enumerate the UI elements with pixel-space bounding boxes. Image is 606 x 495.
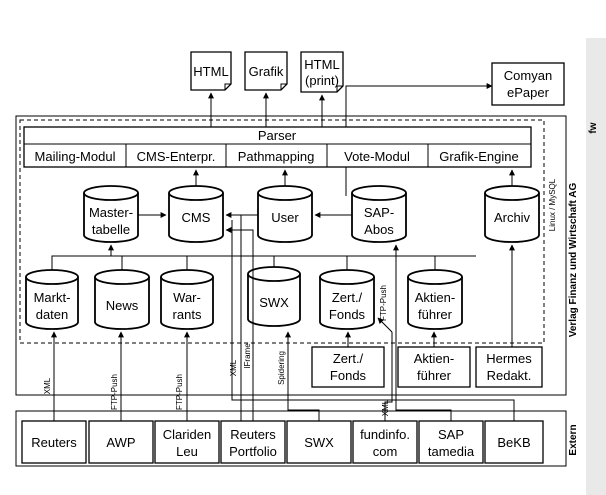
svg-text:Fonds: Fonds	[330, 368, 367, 383]
extern-swx: SWX	[286, 420, 352, 464]
svg-text:Aktien-: Aktien-	[414, 351, 454, 366]
db-cms: CMS	[168, 185, 224, 243]
db-archiv: Archiv	[484, 185, 540, 243]
svg-text:tamedia: tamedia	[428, 444, 475, 459]
svg-text:Hermes: Hermes	[486, 351, 532, 366]
label-spidering: Spidering	[277, 351, 286, 385]
svg-text:Aktien-: Aktien-	[415, 290, 455, 305]
linux-mysql-frame	[19, 119, 545, 344]
svg-text:SWX: SWX	[304, 435, 334, 450]
extern-sap-tamedia: SAP tamedia	[418, 420, 484, 464]
svg-text:Zert./: Zert./	[333, 351, 364, 366]
svg-text:Reuters: Reuters	[230, 427, 276, 442]
db-aktienfuehrer: Aktien- führer	[407, 269, 463, 330]
svg-text:Grafik: Grafik	[249, 64, 284, 79]
label-xml-reuters: XML	[43, 377, 52, 394]
extern-frame	[15, 410, 567, 467]
extern-label: Extern	[568, 424, 579, 455]
svg-text:SAP-: SAP-	[364, 205, 394, 220]
src-aktienfuehrer: Aktien- führer	[397, 346, 471, 388]
svg-text:User: User	[271, 210, 299, 225]
svg-text:AWP: AWP	[106, 435, 135, 450]
module-grafik-engine: Grafik-Engine	[439, 149, 518, 164]
extern-awp: AWP	[88, 420, 154, 464]
svg-text:Leu: Leu	[176, 444, 198, 459]
svg-text:tabelle: tabelle	[92, 222, 130, 237]
fw-logo: fw	[588, 122, 599, 133]
db-sap-abos: SAP- Abos	[351, 185, 407, 243]
module-mailing: Mailing-Modul	[35, 149, 116, 164]
svg-text:Abos: Abos	[364, 222, 394, 237]
side-bar	[586, 38, 606, 495]
svg-text:Redakt.: Redakt.	[487, 368, 532, 383]
html-output-doc: HTML	[190, 51, 232, 91]
extern-bekb: BeKB	[484, 420, 544, 464]
svg-text:War-: War-	[173, 290, 201, 305]
label-ftp-zert: FTP-Push	[379, 285, 388, 321]
db-zert-fonds: Zert./ Fonds	[319, 269, 375, 330]
label-ftp-awp: FTP-Push	[110, 374, 119, 410]
svg-text:SWX: SWX	[259, 295, 289, 310]
html-print-output-doc: HTML (print)	[300, 51, 344, 93]
svg-text:Reuters: Reuters	[31, 435, 77, 450]
db-swx: SWX	[247, 266, 301, 327]
svg-text:Markt-: Markt-	[34, 290, 71, 305]
src-hermes-redakt: Hermes Redakt.	[475, 346, 543, 388]
svg-text:BeKB: BeKB	[497, 435, 530, 450]
arrow-swx-swxdb	[285, 331, 320, 421]
bus-line	[51, 255, 476, 270]
extern-clariden-leu: Clariden Leu	[154, 420, 220, 464]
svg-text:Archiv: Archiv	[494, 210, 531, 225]
svg-text:daten: daten	[36, 307, 69, 322]
svg-text:com: com	[373, 444, 398, 459]
svg-text:Clariden: Clariden	[163, 427, 211, 442]
module-vote: Vote-Modul	[344, 149, 410, 164]
svg-text:Portfolio: Portfolio	[229, 444, 277, 459]
line-bekb-cms	[231, 220, 515, 421]
linux-mysql-label: Linux / MySQL	[548, 178, 557, 231]
db-warrants: War- rants	[160, 269, 214, 330]
label-ftp-clariden: FTP-Push	[175, 374, 184, 410]
db-marktdaten: Markt- daten	[25, 269, 79, 330]
extern-reuters: Reuters	[21, 420, 87, 464]
comyan-epaper-box: Comyan ePaper	[491, 62, 565, 106]
line-fundinfo-zert	[384, 332, 393, 421]
svg-text:CMS: CMS	[182, 210, 211, 225]
label-iframe: IFrame	[243, 343, 252, 369]
svg-text:ePaper: ePaper	[507, 85, 550, 100]
src-zert-fonds: Zert./ Fonds	[311, 346, 385, 388]
module-pathmapping: Pathmapping	[238, 149, 315, 164]
arrow-saptamedia-sap	[393, 244, 452, 421]
arrow-iframe-cms	[225, 227, 254, 421]
db-mastertabelle: Master- tabelle	[83, 185, 139, 243]
svg-text:SAP: SAP	[438, 427, 464, 442]
label-xml-cms: XML	[229, 359, 238, 376]
svg-text:(print): (print)	[305, 73, 339, 88]
verlag-frame	[15, 115, 567, 396]
db-user: User	[257, 185, 313, 243]
extern-fundinfo: fundinfo. com	[352, 420, 418, 464]
svg-text:Master-: Master-	[89, 205, 133, 220]
svg-text:News: News	[106, 298, 139, 313]
label-xml-fundinfo: XML	[381, 399, 390, 416]
svg-text:Zert./: Zert./	[332, 290, 363, 305]
grafik-output-doc: Grafik	[244, 51, 288, 91]
svg-text:HTML: HTML	[193, 64, 228, 79]
svg-text:Comyan: Comyan	[504, 68, 552, 83]
svg-text:HTML: HTML	[304, 57, 339, 72]
svg-text:rants: rants	[173, 307, 202, 322]
module-cms-enterpr: CMS-Enterpr.	[137, 149, 216, 164]
svg-text:fundinfo.: fundinfo.	[360, 427, 410, 442]
svg-text:Fonds: Fonds	[329, 307, 366, 322]
verlag-label: Verlag Finanz und Wirtschaft AG	[568, 183, 579, 338]
svg-text:führer: führer	[418, 307, 453, 322]
parser-title: Parser	[258, 128, 297, 143]
extern-reuters-portfolio: Reuters Portfolio	[220, 420, 286, 464]
svg-text:führer: führer	[417, 368, 452, 383]
db-news: News	[94, 269, 150, 330]
parser-box: Parser Mailing-Modul CMS-Enterpr. Pathma…	[23, 126, 532, 168]
